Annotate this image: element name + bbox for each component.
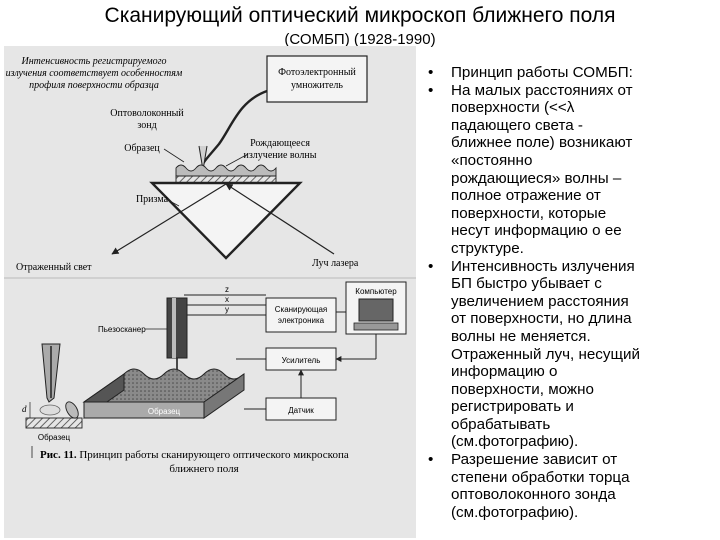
prism-leader [165,198,180,207]
near-field-glow [39,404,61,416]
bullet-line: информацию о [451,363,558,381]
bullet-line: рождающиеся» волны – [451,169,622,187]
bullet-line: регистрировать и [451,398,574,416]
sample-block-front [83,401,205,419]
upper-diagram: Интенсивность регистрируемого излучения … [6,55,368,273]
bullet-line: (см.фотографию). [451,433,579,451]
caption-line-1: Интенсивность регистрируемого [20,56,166,67]
lower-diagram: Компьютер z x y Сканирующая электроника … [22,281,407,458]
amplifier-label: Усилитель [282,356,321,365]
monitor-icon [358,298,394,322]
bullet-marker: • [428,81,434,99]
bullet-list: • Принцип работы СОМБП: • На малых расст… [424,64,714,521]
caption-line-2: излучения соответствует особенностям [6,68,183,79]
computer-label: Компьютер [355,287,397,296]
sample-block-label: Образец [148,407,181,416]
piezoscanner-label: Пьезосканер [98,325,146,334]
bullet-line: поверхности (<<λ [451,99,575,117]
probe-label-1: Оптоволоконный [110,108,184,119]
pmt-box [266,55,368,103]
bullet-line: от поверхности, но длина [451,310,632,328]
bullet-line: Разрешение зависит от [451,451,618,469]
bullet-item: • Интенсивность излучения БП быстро убыв… [424,258,714,452]
bullet-line: несут информацию о ее [451,222,622,240]
bullet-line: «постоянно [451,151,533,169]
evanescent-label-1: Рождающееся [250,138,310,149]
axis-z-label: z [225,285,229,294]
bullet-item: • Принцип работы СОМБП: [424,64,714,82]
scanning-electronics-box [265,297,337,333]
bullet-line: полное отражение от [451,187,601,205]
scanning-electronics-label-1: Сканирующая [275,305,328,314]
prism [149,181,303,260]
sample-surface-upper [175,164,277,177]
bullet-marker: • [428,451,434,469]
pmt-label-2: умножитель [291,80,343,91]
distance-label: d [22,404,27,414]
bullet-line: поверхности, можно [451,380,594,398]
pmt-label-1: Фотоэлектронный [278,67,356,78]
bullet-line: увеличением расстояния [451,292,629,310]
detector-label: Датчик [288,406,314,415]
bullet-line: оптоволоконного зонда [451,486,616,504]
bullet-line: Интенсивность излучения [451,257,635,275]
keyboard-icon [353,322,399,331]
sample-leader [163,148,185,163]
evanescent-label-2: излучение волны [244,150,317,161]
prism-label: Призма [136,194,169,205]
caption-line-3: профиля поверхности образца [29,80,159,91]
axis-x-label: x [225,295,229,304]
sample-block-side-right [203,373,245,419]
bullet-line: На малых расстояниях от [451,81,633,99]
bullet-line: поверхности, которые [451,204,607,222]
microscope-figure: Интенсивность регистрируемого излучения … [4,46,416,538]
bullet-line: волны не меняется. [451,327,591,345]
evanescent-leader [225,153,249,167]
bullet-line: Принцип работы СОМБП: [451,64,633,81]
slide-title: Сканирующий оптический микроскоп ближнег… [104,4,616,27]
sample-inset-label: Образец [38,433,71,442]
laser-beam [225,183,335,255]
reflected-label: Отраженный свет [16,262,92,273]
bullet-line: БП быстро убывает с [451,275,602,293]
bullet-line: падающего света - [451,116,583,134]
bullet-item: • Разрешение зависит от степени обработк… [424,451,714,521]
scanning-electronics-label-2: электроника [278,316,325,325]
piezoscanner-tube [166,297,188,359]
piezoscanner-highlight [172,298,176,358]
bullet-line: Отраженный луч, несущий [451,345,640,363]
bullet-line: структуре. [451,239,524,257]
microscope-diagram: Интенсивность регистрируемого излучения … [4,46,416,538]
laser-label: Луч лазера [312,258,359,269]
figure-caption-line-1: Рис. 11. Принцип работы сканирующего опт… [40,449,349,461]
bullet-line: (см.фотографию). [451,503,579,521]
sample-substrate-inset [25,417,83,429]
bullet-line: ближнее поле) возникают [451,134,633,152]
probe-label-2: зонд [137,120,156,131]
bullet-marker: • [428,64,434,81]
bullet-line: обрабатывать [451,415,551,433]
figure-caption-line-2: ближнего поля [169,463,238,475]
bullet-marker: • [428,257,434,275]
slide-subtitle: (СОМБП) (1928-1990) [284,31,436,48]
reflected-beam [111,183,227,255]
axis-y-label: y [225,305,229,314]
bullet-item: • На малых расстояниях от поверхности (<… [424,82,714,258]
sample-label-upper: Образец [124,143,160,154]
fiber-cable [201,89,268,165]
bullet-line: степени обработки торца [451,468,630,486]
